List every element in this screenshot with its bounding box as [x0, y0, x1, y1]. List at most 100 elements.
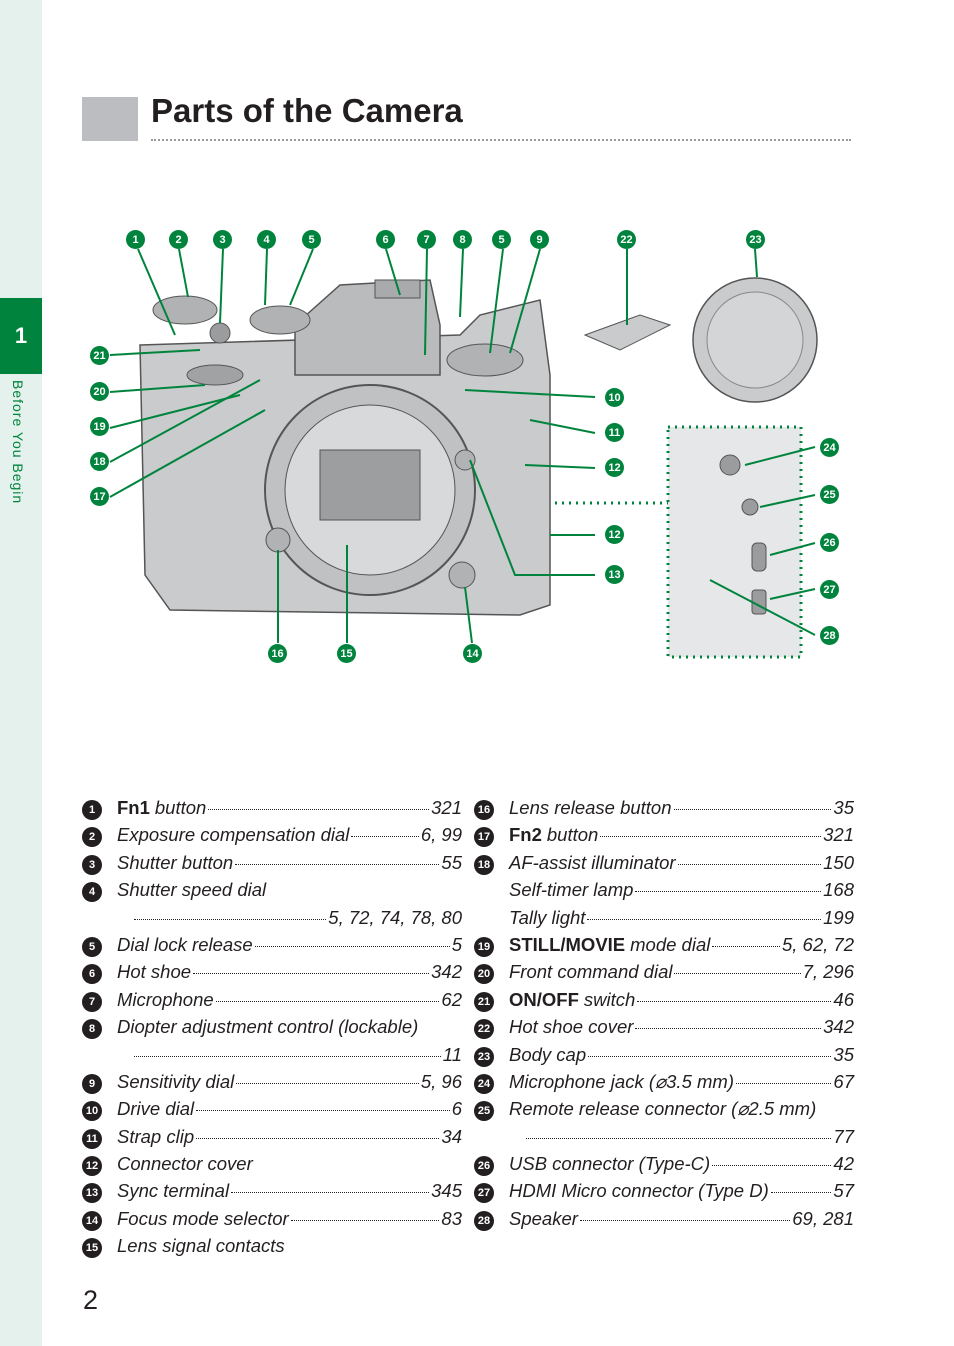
page-number: 2	[83, 1285, 99, 1315]
legend-item: Self-timer lamp 168	[474, 879, 854, 906]
page-reference[interactable]: 55	[441, 851, 462, 873]
callout-1: 1	[126, 230, 145, 249]
legend-number: 18	[474, 854, 494, 875]
dot-leader	[587, 918, 822, 920]
legend-item: 26 USB connector (Type-C)42	[474, 1153, 854, 1180]
legend-bold-label: ON/OFF	[509, 988, 579, 1010]
legend-label: Remote release connector (⌀2.5 mm)	[509, 1098, 817, 1120]
callout-18: 18	[90, 452, 109, 471]
dot-leader	[712, 945, 780, 947]
legend-label: Speaker	[509, 1207, 578, 1229]
page-reference[interactable]: 69, 281	[792, 1207, 854, 1229]
page-reference[interactable]: 7, 296	[802, 961, 854, 983]
page-reference[interactable]: 342	[823, 1016, 854, 1038]
legend-label: Microphone jack (⌀3.5 mm)	[509, 1070, 734, 1092]
callout-23: 23	[746, 230, 765, 249]
dot-leader	[673, 809, 832, 810]
legend-number: 21	[474, 991, 494, 1012]
legend-number: 23	[474, 1046, 494, 1067]
page-reference[interactable]: 168	[823, 879, 854, 901]
legend-label: Strap clip	[117, 1125, 195, 1147]
legend-row: Speaker 69, 281	[509, 1208, 854, 1230]
page-reference[interactable]: 6, 99	[420, 824, 462, 846]
legend-row: 5, 72, 74, 78, 80	[132, 907, 462, 929]
dot-leader	[579, 1219, 791, 1221]
dot-leader	[600, 836, 822, 838]
usb-port-shape	[751, 542, 767, 572]
legend-row: USB connector (Type-C)42	[509, 1153, 854, 1175]
page-reference[interactable]: 67	[833, 1070, 854, 1092]
page-reference[interactable]: 62	[441, 988, 462, 1010]
dot-leader	[196, 1137, 440, 1139]
dot-leader	[235, 863, 440, 865]
legend-number: 24	[474, 1073, 494, 1094]
page-reference[interactable]: 35	[833, 1043, 854, 1065]
legend-number: 3	[82, 854, 102, 875]
page-reference[interactable]: 150	[823, 851, 854, 873]
legend-row: HDMI Micro connector (Type D) 57	[509, 1180, 854, 1202]
legend-label: Connector cover	[117, 1153, 253, 1175]
dot-leader	[735, 1082, 832, 1084]
page-reference[interactable]: 5, 96	[420, 1070, 462, 1092]
dot-leader	[677, 863, 822, 865]
page-title: Parts of the Camera	[151, 92, 463, 129]
page-reference[interactable]: 6	[451, 1098, 462, 1120]
page-reference[interactable]: 345	[431, 1180, 462, 1202]
legend-label: Self-timer lamp	[509, 879, 634, 901]
iso-dial-shape	[446, 343, 524, 377]
legend-number: 19	[474, 936, 494, 957]
page-reference[interactable]: 46	[833, 988, 854, 1010]
page-reference[interactable]: 5	[451, 933, 462, 955]
page-reference[interactable]: 5, 62, 72	[781, 933, 854, 955]
page-reference[interactable]: 42	[833, 1153, 854, 1175]
remote-connector-shape	[741, 498, 759, 516]
page-reference[interactable]: 11	[442, 1043, 462, 1065]
legend-label: button	[546, 824, 599, 846]
callout-28: 28	[820, 626, 839, 645]
callout-24: 24	[820, 438, 839, 457]
page-reference[interactable]: 321	[823, 824, 854, 846]
page-reference[interactable]: 83	[441, 1207, 462, 1229]
dot-leader	[637, 1000, 832, 1002]
page-reference[interactable]: 342	[431, 961, 462, 983]
legend-row: Microphone jack (⌀3.5 mm) 67	[509, 1071, 854, 1093]
page-reference[interactable]: 5, 72, 74, 78, 80	[328, 906, 462, 928]
page-reference[interactable]: 34	[441, 1125, 462, 1147]
callout-9: 9	[530, 230, 549, 249]
page-reference[interactable]: 77	[833, 1125, 854, 1147]
callout-15: 15	[337, 644, 356, 663]
callout-19: 19	[90, 417, 109, 436]
page-reference[interactable]: 35	[833, 797, 854, 818]
dot-leader	[588, 1055, 832, 1057]
legend-label: HDMI Micro connector (Type D)	[509, 1180, 769, 1202]
callout-12: 12	[605, 458, 624, 477]
legend-label: Shutter speed dial	[117, 879, 267, 901]
legend-row: Strap clip 34	[117, 1126, 462, 1148]
chapter-number-tab[interactable]: 1	[0, 298, 42, 374]
dot-leader	[674, 973, 801, 975]
callout-14: 14	[463, 644, 482, 663]
page-reference[interactable]: 321	[431, 797, 462, 818]
legend-number: 15	[82, 1238, 102, 1259]
page-reference[interactable]: 57	[833, 1180, 854, 1202]
legend-number: 26	[474, 1156, 494, 1177]
page-reference[interactable]: 199	[823, 906, 854, 928]
